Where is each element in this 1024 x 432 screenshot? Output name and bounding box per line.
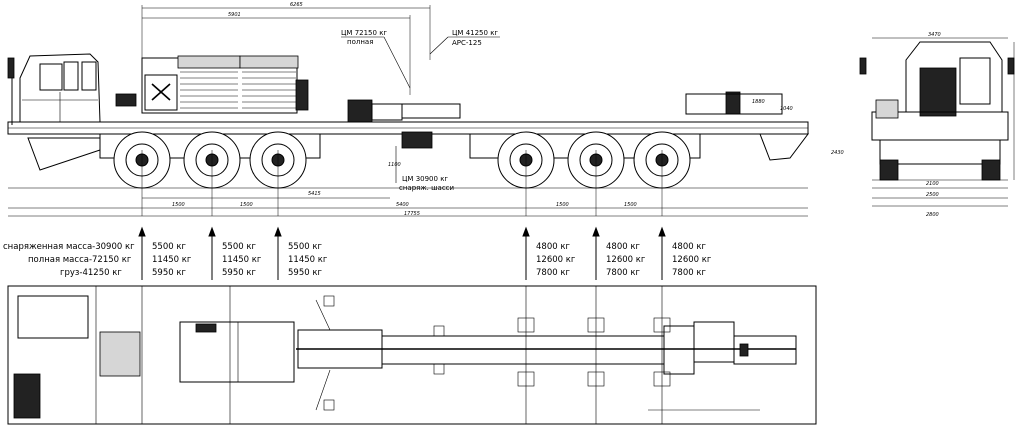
axle1-cargo: 5950 кг bbox=[152, 268, 186, 278]
axle4-full: 12600 кг bbox=[536, 255, 576, 265]
arrows bbox=[138, 226, 666, 280]
axle5-cargo: 7800 кг bbox=[606, 268, 640, 278]
dim-6265: 6265 bbox=[290, 2, 303, 8]
axle4-cargo: 7800 кг bbox=[536, 268, 570, 278]
callout-cm-full-sub: полная bbox=[347, 38, 373, 46]
dim-1500-c: 1500 bbox=[556, 202, 569, 208]
axle6-cargo: 7800 кг bbox=[672, 268, 706, 278]
plan-view bbox=[7, 285, 817, 425]
axle2-equipped: 5500 кг bbox=[222, 242, 256, 252]
load-label-equipped: снаряженная масса-30900 кг bbox=[3, 242, 135, 252]
dim-2430: 2430 bbox=[831, 150, 844, 156]
axle6-equipped: 4800 кг bbox=[672, 242, 706, 252]
callout-cm-chassis-sub: снаряж. шасси bbox=[399, 184, 454, 192]
axle5-equipped: 4800 кг bbox=[606, 242, 640, 252]
dim-17755: 17755 bbox=[404, 211, 420, 217]
callout-cm-cargo: ЦМ 41250 кг bbox=[452, 29, 498, 37]
dim-1040: 1040 bbox=[780, 106, 793, 112]
axle2-full: 11450 кг bbox=[222, 255, 262, 265]
axle3-equipped: 5500 кг bbox=[288, 242, 322, 252]
dim-1880: 1880 bbox=[752, 99, 765, 105]
axle-load-table: снаряженная масса-30900 кг полная масса-… bbox=[3, 226, 712, 280]
axle2-cargo: 5950 кг bbox=[222, 268, 256, 278]
axle5-full: 12600 кг bbox=[606, 255, 646, 265]
callout-cm-full: ЦМ 72150 кг bbox=[341, 29, 387, 37]
dim-5400: 5400 bbox=[396, 202, 409, 208]
dim-2100: 2100 bbox=[926, 181, 939, 187]
dim-5415: 5415 bbox=[308, 191, 321, 197]
axle1-full: 11450 кг bbox=[152, 255, 192, 265]
dim-2500: 2500 bbox=[926, 192, 939, 198]
front-view: 3470 2100 2500 2800 bbox=[859, 32, 1015, 218]
dim-5901: 5901 bbox=[228, 12, 241, 18]
side-view: 6265 5901 ЦМ 72150 кг полная ЦМ 41250 кг… bbox=[7, 2, 844, 217]
axle1-equipped: 5500 кг bbox=[152, 242, 186, 252]
callout-cm-chassis: ЦМ 30900 кг bbox=[402, 175, 448, 183]
dim-1500-a: 1500 bbox=[172, 202, 185, 208]
axle3-cargo: 5950 кг bbox=[288, 268, 322, 278]
dim-2800: 2800 bbox=[926, 212, 939, 218]
load-label-full: полная масса-72150 кг bbox=[28, 255, 132, 265]
load-label-cargo: груз-41250 кг bbox=[60, 268, 122, 278]
dim-1500-d: 1500 bbox=[624, 202, 637, 208]
dim-1100: 1100 bbox=[388, 162, 401, 168]
axle6-full: 12600 кг bbox=[672, 255, 712, 265]
dim-3470: 3470 bbox=[928, 32, 941, 38]
dim-1500-b: 1500 bbox=[240, 202, 253, 208]
callout-cm-cargo-sub: АРС-125 bbox=[452, 39, 482, 47]
axle4-equipped: 4800 кг bbox=[536, 242, 570, 252]
axle3-full: 11450 кг bbox=[288, 255, 328, 265]
